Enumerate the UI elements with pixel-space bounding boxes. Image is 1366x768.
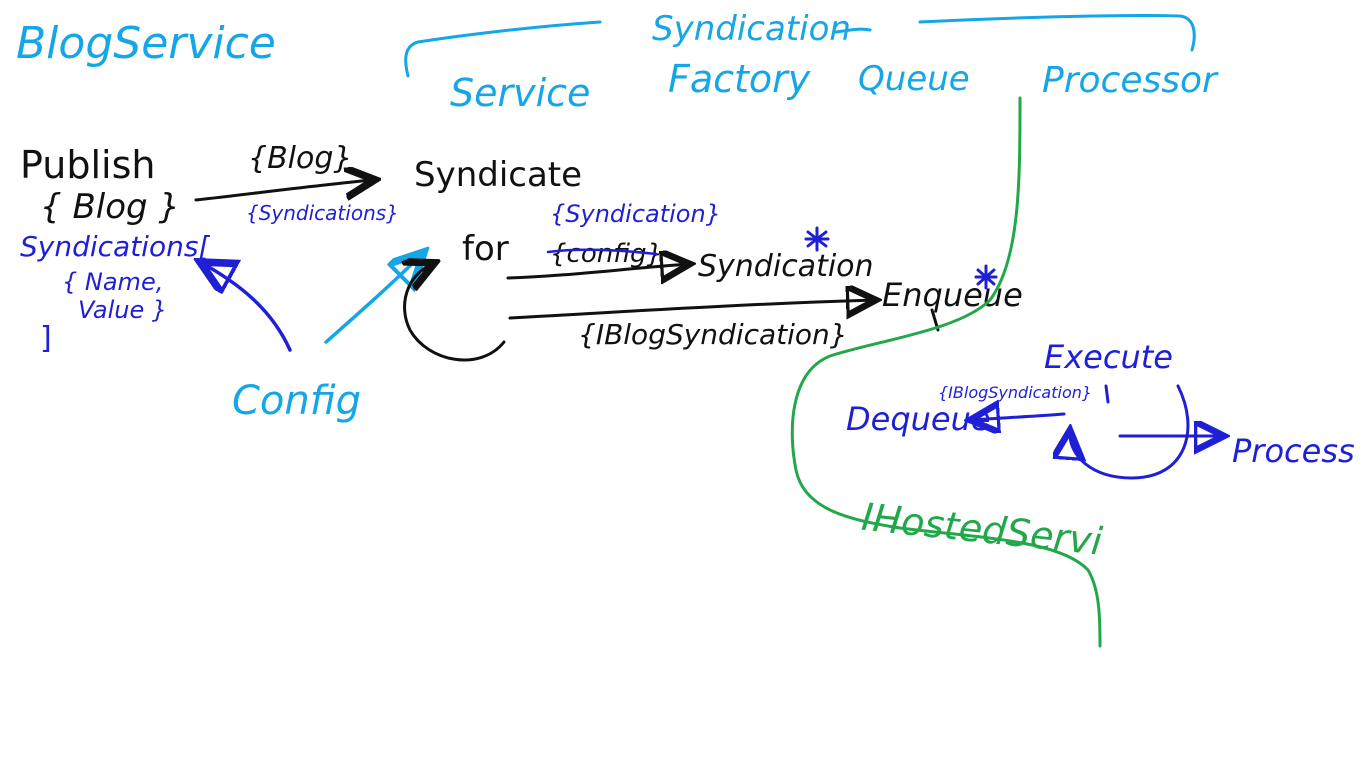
syndication-title: Syndication <box>652 9 851 49</box>
execute-loop-arc <box>1070 384 1190 480</box>
process-label: Process <box>1232 432 1355 470</box>
syndications-open: Syndications[ <box>20 230 210 263</box>
processor-label: Processor <box>1042 60 1219 101</box>
config-param-strike <box>546 248 658 256</box>
factory-label: Factory <box>668 57 811 101</box>
syndication-asterisk-icon <box>804 226 830 252</box>
iblogsyndication-param: {IBlogSyndication} <box>578 318 848 351</box>
syndication-bracket-right <box>918 13 1196 52</box>
ihostedservice-label: IHostedServi <box>860 495 1105 564</box>
dequeue-param: {IBlogSyndication} <box>938 383 1092 402</box>
syndication-target: Syndication <box>698 249 874 284</box>
for-to-enqueue-arrow <box>508 300 876 318</box>
syndications-arrow-label: {Syndications} <box>246 201 399 225</box>
for-label: for <box>462 229 509 269</box>
name-value-line-1: { Name, <box>62 268 163 296</box>
enqueue-asterisk-icon <box>974 264 998 290</box>
execute-tick <box>1104 384 1110 404</box>
execute-label: Execute <box>1044 338 1173 376</box>
for-to-syndication-arrow <box>506 264 690 278</box>
blog-arrow-label: {Blog} <box>248 141 353 176</box>
publish-blog-param: { Blog } <box>40 187 180 227</box>
name-value-line-2: Value } <box>78 296 167 324</box>
hosted-service-boundary <box>790 96 1102 648</box>
syndication-param: {Syndication} <box>550 200 721 228</box>
execute-to-dequeue-arrow <box>970 414 1066 420</box>
blog-service-title: BlogService <box>16 18 276 69</box>
service-label: Service <box>450 71 590 115</box>
queue-label: Queue <box>858 59 970 99</box>
syndicate-label: Syndicate <box>414 155 582 195</box>
for-loop-arc <box>405 264 506 362</box>
publish-label: Publish <box>20 143 155 187</box>
syndication-title-tail <box>834 27 872 34</box>
syndications-close: ] <box>40 321 52 356</box>
syndication-bracket <box>404 20 602 78</box>
config-to-syndications-arrow <box>200 262 292 352</box>
publish-to-syndicate-arrow <box>194 180 372 202</box>
config-label: Config <box>232 378 361 424</box>
